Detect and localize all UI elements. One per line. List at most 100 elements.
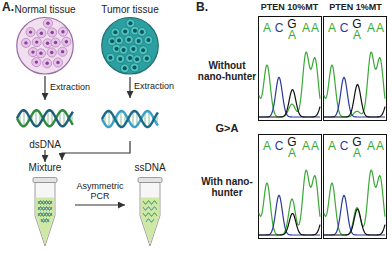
label: Without nano-hunter <box>197 60 257 82</box>
base-call: A <box>301 140 311 153</box>
cell <box>58 27 67 36</box>
nucleus <box>137 39 141 43</box>
trace <box>324 170 385 235</box>
label: PTEN 1%MT <box>323 3 388 13</box>
cell <box>106 53 115 62</box>
dna-strand <box>17 110 73 126</box>
chromatogram-frame <box>324 17 387 121</box>
cell <box>134 37 143 46</box>
nucleus <box>61 50 64 53</box>
base-call: A <box>352 147 362 160</box>
trace <box>324 195 385 235</box>
cell <box>62 37 71 46</box>
base-call: A <box>287 147 297 160</box>
label: Extraction <box>134 82 184 92</box>
cell <box>26 28 35 37</box>
tube-body <box>35 183 55 247</box>
edge-label: Extraction <box>49 83 91 93</box>
nucleus <box>45 62 48 65</box>
node-label: ssDNA <box>134 162 165 174</box>
nucleus <box>127 38 131 42</box>
base-call: A <box>262 22 272 35</box>
trace <box>259 170 320 235</box>
tube-cap <box>138 178 162 183</box>
cell <box>21 38 30 47</box>
nucleus <box>133 66 137 70</box>
dna-strand <box>38 201 52 204</box>
dna-strand <box>38 201 52 204</box>
nucleus <box>56 61 59 64</box>
cell <box>32 38 41 47</box>
nucleus <box>50 51 53 54</box>
base-pair <box>64 111 65 126</box>
nucleus <box>117 39 121 43</box>
nucleus <box>50 31 53 34</box>
nucleus <box>122 48 126 52</box>
cell <box>124 35 133 44</box>
trace <box>259 52 320 117</box>
cell <box>120 64 129 73</box>
base-pair <box>149 112 150 127</box>
dna-strand <box>143 201 157 204</box>
base-call: A <box>375 22 385 35</box>
tube-node: ssDNA <box>125 162 175 248</box>
nucleus <box>133 29 137 33</box>
base-call: C <box>274 22 284 35</box>
cell <box>36 49 45 58</box>
trace <box>324 77 385 117</box>
nucleus <box>113 30 117 34</box>
base-call: C <box>339 22 349 35</box>
cell <box>47 48 56 57</box>
node-label: Normal tissue <box>14 4 75 16</box>
cell <box>111 28 120 37</box>
trace <box>259 195 320 235</box>
trace <box>259 77 320 117</box>
nucleus <box>46 42 49 45</box>
nucleus <box>128 21 132 25</box>
nucleus <box>46 22 49 25</box>
base-call: A <box>310 140 320 153</box>
base-call: A <box>287 29 297 42</box>
extraction-arrow <box>129 77 130 98</box>
nucleus <box>54 41 57 44</box>
base-call: A <box>327 140 337 153</box>
trace <box>259 90 320 117</box>
dna-strand <box>38 207 52 210</box>
base-pair <box>121 111 122 127</box>
tube-cap <box>33 178 57 183</box>
dna-strand <box>143 213 157 216</box>
trace <box>324 85 385 117</box>
flow-arrow <box>75 204 125 205</box>
cell <box>130 63 139 72</box>
base-call: C <box>274 140 284 153</box>
base-call: A <box>366 140 376 153</box>
node-art <box>15 162 75 248</box>
flow-arrow <box>44 76 45 100</box>
label: With nano-hunter <box>197 176 257 198</box>
cell <box>115 36 124 45</box>
dna-strand <box>38 207 52 210</box>
node-art <box>125 162 175 248</box>
base-call: A <box>352 29 362 42</box>
cell <box>43 19 52 28</box>
nucleus <box>65 40 68 43</box>
nucleus <box>29 30 32 33</box>
panel-letter: B. <box>196 1 216 14</box>
node-label: Tumor tissue <box>101 4 158 16</box>
nucleus <box>110 39 114 43</box>
nucleus <box>118 57 122 61</box>
nucleus <box>39 52 42 55</box>
cell <box>138 28 147 37</box>
cell <box>142 54 151 63</box>
tissue-circle <box>102 18 159 75</box>
chromatogram-frame <box>259 135 322 239</box>
nucleus <box>123 66 127 70</box>
cell <box>139 46 148 55</box>
trace <box>324 52 385 117</box>
tube-body <box>140 183 160 247</box>
nucleus <box>108 56 112 60</box>
tube-liquid <box>36 198 55 245</box>
tissue-circle <box>17 18 74 75</box>
base-call: A <box>375 140 385 153</box>
